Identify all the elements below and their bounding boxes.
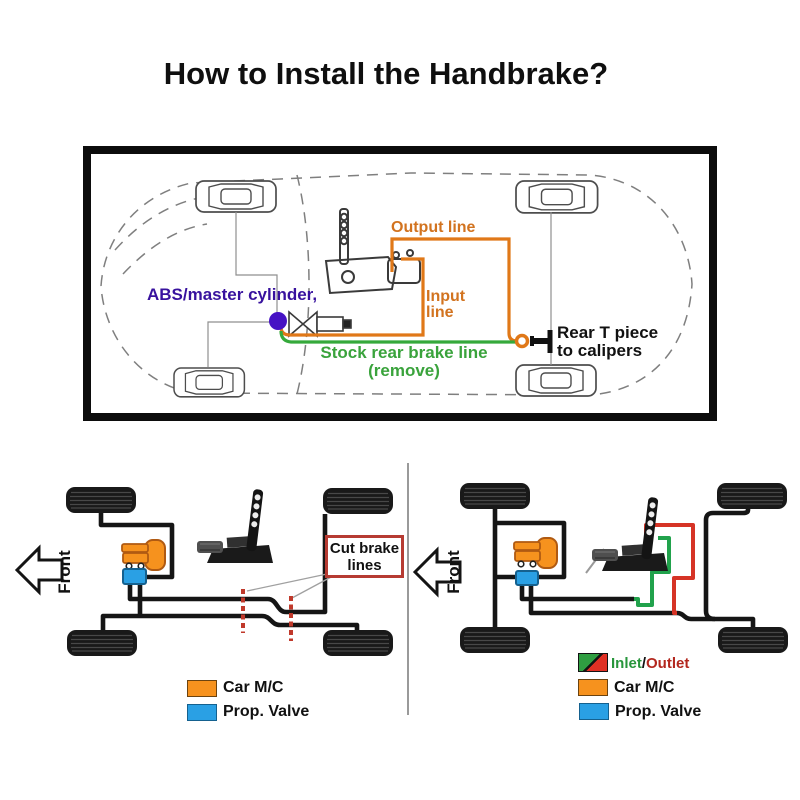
bottom-right-diagram [413,482,789,654]
cut-brake-lines-callout: Cut brake lines [325,535,404,578]
car-mc-swatch [187,680,217,697]
tire-front-left [65,486,137,514]
car-mc-component [513,537,558,569]
tire-rear-left [459,626,531,654]
stock-rear-brake-line [279,330,516,344]
output-line-label: Output line [391,219,476,236]
rear-t-piece-label: Rear T piece to calipers [557,323,659,360]
tire-front-right [716,482,788,510]
rear-t-piece [530,330,553,353]
diagram-divider [407,463,409,715]
inlet-outlet-label: Inlet/Outlet [611,655,690,672]
car-mc-swatch [578,679,608,696]
page-title: How to Install the Handbrake? [163,56,609,91]
handbrake-product [196,488,274,564]
tire-rear-right [322,629,394,657]
car-mc-component [121,539,166,571]
brake-lines [98,513,360,630]
wheel-rear-left [173,367,246,398]
input-line-label: Input line [426,288,466,321]
master-cylinder-sketch [288,310,352,338]
wheel-front-right [515,180,599,214]
tire-rear-left [66,629,138,657]
prop-valve-swatch [187,704,217,721]
front-label-left: Front [55,550,74,594]
abs-master-cylinder-label: ABS/master cylinder, [147,285,318,304]
prop-valve-component [515,570,539,586]
car-mc-label: Car M/C [223,679,284,696]
tire-rear-right [717,626,789,654]
abs-dot [269,312,287,330]
top-diagram-graphic [100,172,693,398]
handbrake-sketch [324,208,421,295]
prop-valve-label: Prop. Valve [615,703,702,720]
wheel-front-left [195,180,277,213]
front-label-right: Front [444,550,463,594]
prop-valve-component [122,568,147,585]
top-diagram-frame [83,146,717,421]
prop-valve-swatch [579,703,609,720]
tire-front-left [459,482,531,510]
brake-lines [492,507,756,627]
tire-front-right [322,487,394,515]
wheel-rear-right [515,364,597,397]
cut-pointer-lines [246,573,334,599]
stock-rear-brake-line-label: Stock rear brake line (remove) [320,343,488,380]
inlet-line [634,536,671,607]
prop-valve-label: Prop. Valve [223,703,310,720]
inlet-outlet-swatch [578,653,608,672]
junction-ring [514,333,530,349]
handbrake-product [591,496,669,572]
cut-marks [241,589,293,641]
car-mc-label: Car M/C [614,679,675,696]
bottom-left-diagram [15,486,394,657]
